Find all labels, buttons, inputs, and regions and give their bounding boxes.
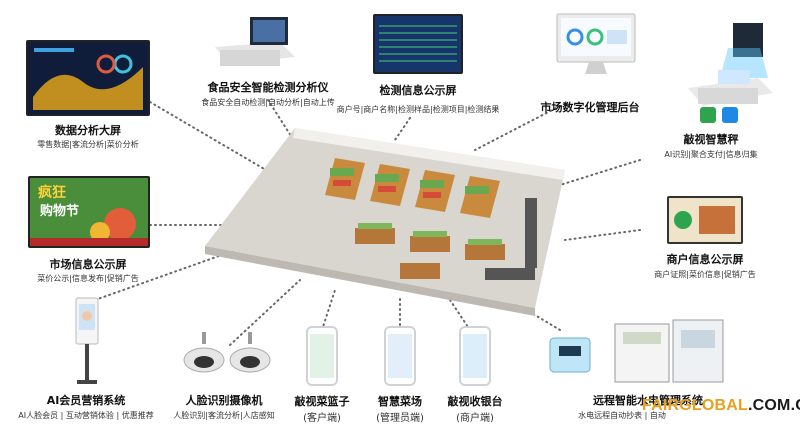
merchant-board-title: 商户信息公示屏 <box>666 253 744 266</box>
merchant-graphic <box>669 198 741 242</box>
table-graphic <box>375 16 461 72</box>
basket-title: 敲视菜篮子 <box>294 395 350 408</box>
market-board-title: 市场信息公示屏 <box>49 258 127 271</box>
cashier-phone <box>459 326 491 386</box>
promo-text-1: 疯狂 <box>38 185 66 201</box>
face-recognition-cameras <box>183 332 271 373</box>
smart-scale-subtitle: AI识别|聚合支付|信息归集 <box>664 150 758 159</box>
management-backend-monitor <box>556 13 636 74</box>
promo-graphic <box>30 178 148 246</box>
data-screen-subtitle: 零售数据|客流分析|菜价分析 <box>37 140 139 149</box>
ai-member-subtitle: AI人脸会员 | 互动营销体验 | 优惠推荐 <box>18 411 154 420</box>
wechat-pay-icon <box>700 107 716 123</box>
promo-text-2: 购物节 <box>40 204 80 219</box>
utility-title: 远程智能水电管理系统 <box>593 394 703 407</box>
detection-board-title: 检测信息公示屏 <box>379 84 457 97</box>
cashier-subtitle: (商户端) <box>456 413 494 424</box>
detection-info-screen <box>373 14 463 74</box>
mgmt-backend-title: 市场数字化管理后台 <box>540 101 640 114</box>
ai-member-kiosk <box>75 297 99 384</box>
face-cam-subtitle: 人脸识别|客流分析|人店感知 <box>173 411 275 420</box>
food-safety-title: 食品安全智能检测分析仪 <box>207 81 329 94</box>
smart-market-phone <box>384 326 416 386</box>
food-safety-analyzer-device <box>215 17 295 66</box>
merchant-board-subtitle: 商户证照|菜价信息|促销广告 <box>654 270 756 279</box>
smart-scale-device <box>688 23 773 106</box>
utility-meters <box>549 319 724 383</box>
payment-icons <box>700 107 738 123</box>
smart-scale-title: 敲视智慧秤 <box>683 133 739 146</box>
basket-subtitle: (客户端) <box>303 413 341 424</box>
data-screen-title: 数据分析大屏 <box>55 124 121 137</box>
utility-subtitle: 水电远程自动抄表 | 自动 <box>578 411 666 420</box>
detection-board-subtitle: 商户号|商户名称|检测样品|检测项目|检测结果 <box>336 105 500 114</box>
dashboard-graphic <box>28 42 148 114</box>
market-info-screen: 疯狂 购物节 <box>28 176 150 248</box>
alipay-icon <box>722 107 738 123</box>
food-safety-subtitle: 食品安全自动检测|自动分析|自动上传 <box>201 98 335 107</box>
market-floor-illustration <box>205 128 565 316</box>
smart-market-subtitle: (管理员端) <box>376 413 424 424</box>
cashier-title: 敲视收银台 <box>447 395 503 408</box>
market-board-subtitle: 菜价公示|信息发布|促销广告 <box>37 274 139 283</box>
smart-market-title: 智慧菜场 <box>378 395 422 408</box>
data-analysis-screen <box>26 40 150 116</box>
basket-phone <box>306 326 338 386</box>
face-cam-title: 人脸识别摄像机 <box>185 394 263 407</box>
ai-member-title: AI会员营销系统 <box>46 394 126 407</box>
watermark-logo: FAIRGLOBAL.COM.CN <box>642 397 800 414</box>
merchant-info-screen <box>667 196 743 244</box>
